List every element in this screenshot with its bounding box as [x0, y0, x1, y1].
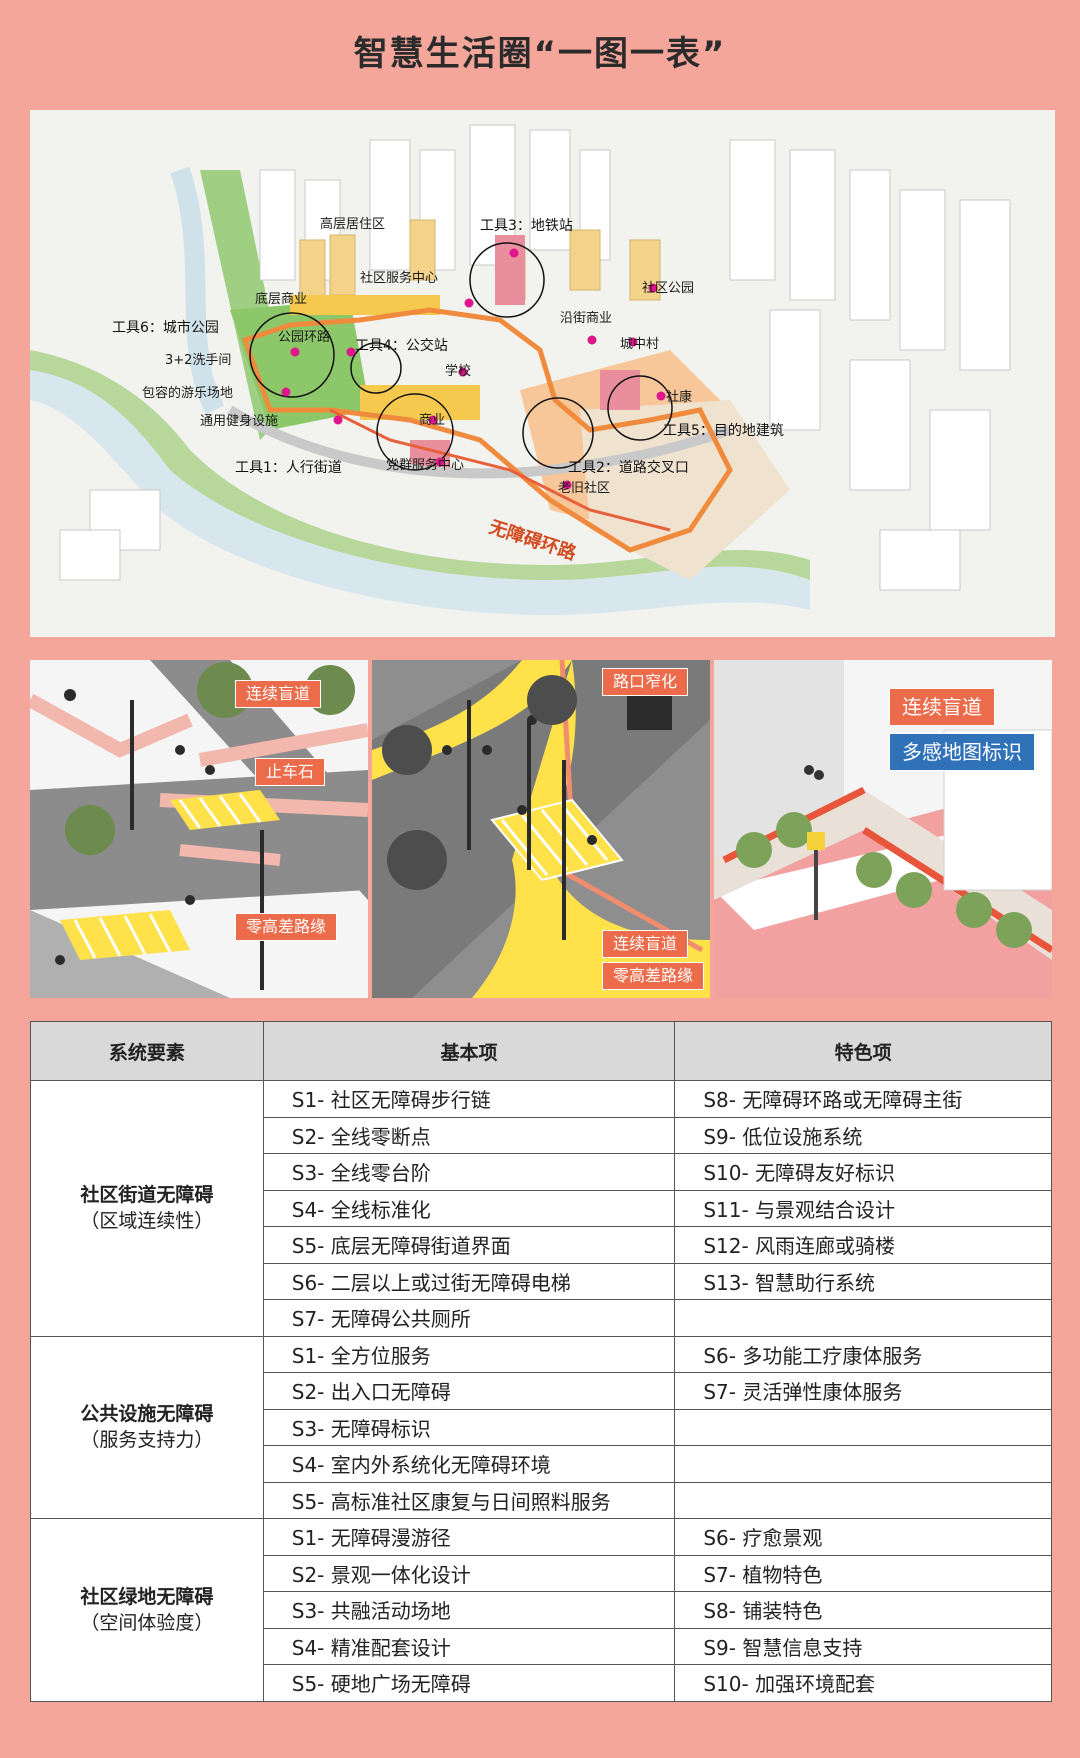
label-park-loop: 公园环路 [278, 329, 330, 345]
category-subtitle: （区域连续性） [80, 1210, 214, 1233]
callout-zero-curb: 零高差路缘 [235, 913, 338, 941]
label-urban-village: 城中村 [620, 337, 659, 352]
callout-narrowing: 路口窄化 [602, 668, 689, 696]
special-item: S12- 风雨连廊或骑楼 [674, 1226, 1052, 1264]
category-subtitle: （空间体验度） [80, 1611, 214, 1634]
special-item [674, 1408, 1052, 1446]
basic-item: S2- 出入口无障碍 [262, 1372, 676, 1410]
label-commerce: 商业 [419, 413, 445, 428]
category-cell: 社区绿地无障碍 （空间体验度） [30, 1518, 264, 1702]
basic-item: S1- 无障碍漫游径 [262, 1518, 676, 1556]
special-item: S13- 智慧助行系统 [674, 1262, 1052, 1300]
label-party-center: 党群服务中心 [386, 457, 464, 473]
special-item [674, 1299, 1052, 1337]
label-street-retail: 沿街商业 [560, 311, 612, 326]
basic-item: S2- 全线零断点 [262, 1116, 676, 1154]
special-item: S9- 低位设施系统 [674, 1116, 1052, 1154]
label-tool-4: 工具4：公交站 [355, 337, 448, 354]
basic-item: S5- 高标准社区康复与日间照料服务 [262, 1481, 676, 1519]
special-item: S6- 多功能工疗康体服务 [674, 1335, 1052, 1373]
callout-zero-curb-2: 零高差路缘 [602, 962, 705, 990]
basic-item: S4- 室内外系统化无障碍环境 [262, 1445, 676, 1483]
label-community-park: 社区公园 [642, 280, 694, 296]
basic-item: S3- 全线零台阶 [262, 1153, 676, 1191]
basic-item: S3- 无障碍标识 [262, 1408, 676, 1446]
basic-item: S3- 共融活动场地 [262, 1591, 676, 1629]
basic-item: S4- 全线标准化 [262, 1189, 676, 1227]
basic-item: S4- 精准配套设计 [262, 1627, 676, 1665]
special-item [674, 1445, 1052, 1483]
label-tool-5: 工具5：目的地建筑 [663, 423, 784, 439]
label-washroom: 3+2洗手间 [165, 353, 231, 368]
category-name: 社区绿地无障碍 [80, 1585, 214, 1608]
label-tool-2: 工具2：道路交叉口 [568, 459, 689, 476]
basic-item: S7- 无障碍公共厕所 [262, 1299, 676, 1337]
basic-item: S1- 全方位服务 [262, 1335, 676, 1373]
street-illustration-3: 连续盲道 多感地图标识 [714, 660, 1052, 998]
category-cell: 社区街道无障碍 （区域连续性） [30, 1080, 264, 1337]
basic-item: S1- 社区无障碍步行链 [262, 1080, 676, 1118]
special-item: S6- 疗愈景观 [674, 1518, 1052, 1556]
label-community-center: 社区服务中心 [360, 270, 438, 286]
label-school: 学校 [445, 363, 471, 379]
header-basic: 基本项 [262, 1021, 676, 1081]
label-tool-6: 工具6：城市公园 [112, 319, 219, 336]
category-subtitle: （服务支持力） [80, 1429, 214, 1452]
special-item: S9- 智慧信息支持 [674, 1627, 1052, 1665]
special-item: S10- 加强环境配套 [674, 1664, 1052, 1702]
special-item [674, 1481, 1052, 1519]
label-ground-retail: 底层商业 [255, 291, 307, 307]
community-map: 高层居住区 底层商业 社区服务中心 公园环路 3+2洗手间 包容的游乐场地 通用… [30, 110, 1055, 637]
page-title: 智慧生活圈“一图一表” [353, 34, 727, 74]
basic-item: S2- 景观一体化设计 [262, 1554, 676, 1592]
special-item: S7- 植物特色 [674, 1554, 1052, 1592]
special-item: S10- 无障碍友好标识 [674, 1153, 1052, 1191]
basic-item: S6- 二层以上或过街无障碍电梯 [262, 1262, 676, 1300]
callout-blind-path-2: 连续盲道 [602, 930, 689, 958]
street-illustration-2: 路口窄化 连续盲道 零高差路缘 [372, 660, 710, 998]
basic-item: S5- 硬地广场无障碍 [262, 1664, 676, 1702]
label-old-community: 老旧社区 [558, 480, 610, 496]
label-playground: 包容的游乐场地 [142, 385, 233, 401]
basic-item: S5- 底层无障碍街道界面 [262, 1226, 676, 1264]
callout-bollard: 止车石 [255, 758, 326, 786]
label-tool-1: 工具1：人行街道 [235, 460, 342, 476]
label-fitness: 通用健身设施 [200, 413, 278, 429]
special-item: S7- 灵活弹性康体服务 [674, 1372, 1052, 1410]
label-health: 社康 [666, 389, 692, 405]
callout-blind-path: 连续盲道 [235, 680, 322, 708]
header-system: 系统要素 [30, 1021, 264, 1081]
callout-map-sign: 多感地图标识 [889, 733, 1035, 771]
special-item: S8- 铺装特色 [674, 1591, 1052, 1629]
table-row: S7- 无障碍公共厕所 [31, 1299, 1052, 1337]
street-illustration-1: 连续盲道 止车石 零高差路缘 [30, 660, 368, 998]
special-item: S11- 与景观结合设计 [674, 1189, 1052, 1227]
table-row: S5- 高标准社区康复与日间照料服务 [31, 1481, 1052, 1519]
header-special: 特色项 [674, 1021, 1052, 1081]
label-high-rise: 高层居住区 [320, 216, 385, 232]
callout-blind-path-3: 连续盲道 [889, 688, 995, 726]
category-cell: 公共设施无障碍 （服务支持力） [30, 1335, 264, 1519]
special-item: S8- 无障碍环路或无障碍主街 [674, 1080, 1052, 1118]
label-tool-3: 工具3：地铁站 [480, 218, 573, 234]
category-name: 社区街道无障碍 [80, 1184, 214, 1207]
category-name: 公共设施无障碍 [80, 1403, 214, 1426]
